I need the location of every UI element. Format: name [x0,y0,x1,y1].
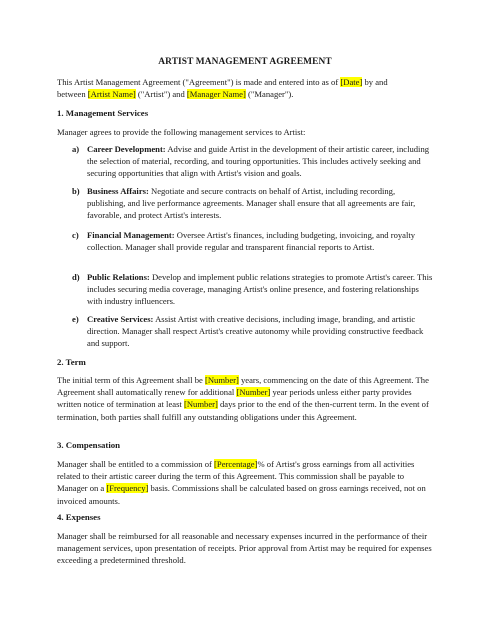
expenses-paragraph: Manager shall be reimbursed for all reas… [57,531,432,566]
list-marker: c) [72,230,79,240]
list-item: d) Public Relations: Develop and impleme… [72,271,435,308]
item-text: Advise and guide Artist in the developme… [87,144,430,179]
intro-text-2: by and [362,77,388,87]
item-term: Career Development: [87,144,166,154]
date-placeholder: [Date] [340,77,363,87]
term-text-3: year periods unless either party provide… [57,387,412,410]
number-placeholder: [Number] [204,375,239,385]
section-heading-compensation: 3. Compensation [57,440,121,450]
management-lead: Manager agrees to provide the following … [57,127,306,137]
item-term: Public Relations: [87,272,150,282]
list-item: b) Business Affairs: Negotiate and secur… [72,185,435,222]
item-text: Negotiate and secure contracts on behalf… [87,186,416,221]
intro-text-4: ("Artist") and [135,89,187,100]
intro-paragraph: This Artist Management Agreement ("Agree… [57,76,435,100]
intro-text-1: This Artist Management Agreement ("Agree… [57,77,341,87]
list-item: a) Career Development: Advise and guide … [72,143,435,180]
item-text: Assist Artist with creative decisions, i… [87,314,424,349]
item-term: Business Affairs: [87,186,149,196]
list-marker: b) [72,186,80,196]
item-text: Oversee Artist's finances, including bud… [87,230,416,253]
list-marker: e) [72,314,79,324]
number-placeholder: [Number] [236,387,271,398]
document-title: ARTIST MANAGEMENT AGREEMENT [158,57,332,67]
term-text-2: years, commencing on the date of this Ag… [57,375,429,398]
term-text-1: The initial term of this Agreement shall… [57,375,205,385]
list-marker: a) [72,144,80,154]
manager-name-placeholder: [Manager Name] [186,89,246,100]
percentage-placeholder: [Percentage] [214,459,258,469]
term-paragraph: The initial term of this Agreement shall… [57,374,435,423]
number-placeholder: [Number] [183,399,218,410]
compensation-text-1: Manager shall be entitled to a commissio… [57,459,215,469]
section-heading-management: 1. Management Services [57,108,149,118]
list-item: c) Financial Management: Oversee Artist'… [72,229,435,253]
compensation-paragraph: Manager shall be entitled to a commissio… [57,458,435,507]
intro-text-5: ("Manager"). [245,89,294,100]
item-term: Creative Services: [87,314,154,324]
item-text: Develop and implement public relations s… [87,272,433,307]
frequency-placeholder: [Frequency] [106,483,149,494]
intro-text-3: between [57,89,88,100]
list-item: e) Creative Services: Assist Artist with… [72,313,435,350]
compensation-text-3: basis. Commissions shall be calculated b… [57,483,426,506]
term-text-4: days prior to the end of the then-curren… [57,399,429,422]
section-heading-term: 2. Term [57,357,86,367]
compensation-text-2: % of Artist's gross earnings from all ac… [57,459,415,494]
section-heading-expenses: 4. Expenses [57,512,101,522]
list-marker: d) [72,272,80,282]
item-term: Financial Management: [87,230,175,240]
artist-name-placeholder: [Artist Name] [87,89,136,100]
